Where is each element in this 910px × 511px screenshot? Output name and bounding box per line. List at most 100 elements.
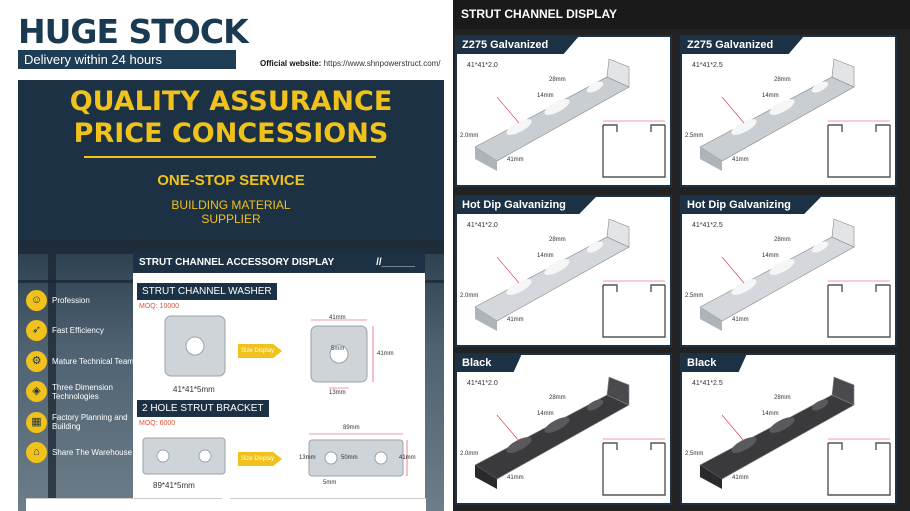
channel-spec: 41*41*2.5 [692, 62, 723, 69]
thickness-label: 2.0mm [460, 451, 479, 457]
headline-quality: QUALITY ASSURANCE [69, 86, 393, 117]
headline-divider [84, 156, 376, 158]
section-label: 41mm [732, 157, 749, 163]
brand-tagline: Delivery within 24 hours [18, 50, 236, 69]
section-label: 41mm [507, 475, 524, 481]
channel-cell: Black 41*41*2.5 28mm 14mm 2.5mm 41mm [680, 353, 897, 505]
feature-list: ☺ Profession ➶ Fast Efficiency ⚙ Mature … [26, 285, 136, 468]
channel-illustration [699, 376, 891, 496]
channel-cell: Black 41*41*2.0 28mm 14mm 2.0mm 41mm [455, 353, 672, 505]
website-label: Official website: [260, 59, 322, 68]
finish-label: Z275 Galvanized [682, 37, 804, 54]
next-card-left [26, 498, 222, 511]
feature-item: ▦ Factory Planning and Building [26, 407, 136, 438]
channel-spec: 41*41*2.5 [692, 222, 723, 229]
finish-label: Black [682, 355, 747, 372]
slot-width-label: 14mm [762, 411, 779, 417]
bracket-dim-length: 89mm [343, 425, 360, 431]
channel-spec: 41*41*2.0 [467, 222, 498, 229]
washer-photo [164, 315, 226, 377]
supplier-line: SUPPLIER [201, 212, 261, 226]
brand-block: HUGE STOCK Delivery within 24 hours [18, 12, 249, 69]
feature-item: ◈ Three Dimension Technologies [26, 377, 136, 408]
slot-length-label: 28mm [774, 395, 791, 401]
channel-cell: Hot Dip Galvanizing 41*41*2.0 28mm 14mm 2.0m… [455, 195, 672, 347]
thickness-label: 2.5mm [685, 451, 704, 457]
slot-length-label: 28mm [549, 77, 566, 83]
gear-icon: ⚙ [26, 350, 47, 372]
person-icon: ☺ [26, 289, 47, 311]
washer-name: STRUT CHANNEL WASHER [137, 283, 277, 300]
bracket-size-display: Size Display [238, 452, 282, 466]
channel-spec: 41*41*2.5 [692, 380, 723, 387]
bracket-photo [142, 437, 226, 475]
bracket-dim-edge: 13mm [299, 455, 316, 461]
bracket-dim-pitch: 50mm [341, 455, 358, 461]
thickness-label: 2.5mm [685, 293, 704, 299]
slot-length-label: 28mm [549, 237, 566, 243]
cube-icon: ◈ [26, 381, 47, 403]
building-icon: ▦ [26, 411, 47, 433]
section-label: 41mm [732, 317, 749, 323]
slot-length-label: 28mm [774, 77, 791, 83]
brand-title: HUGE STOCK [18, 12, 249, 51]
header-decor: //______ [376, 257, 415, 268]
thickness-label: 2.0mm [460, 293, 479, 299]
washer-size-drawing [310, 319, 374, 389]
channel-cell: Hot Dip Galvanizing 41*41*2.5 28mm 14mm 2.5m… [680, 195, 897, 347]
rocket-icon: ➶ [26, 320, 47, 342]
finish-label: Hot Dip Galvanizing [682, 197, 821, 214]
washer-caption: 41*41*5mm [173, 385, 215, 394]
feature-label: Share The Warehouse [52, 448, 133, 458]
feature-label: Profession [52, 295, 90, 305]
section-label: 41mm [507, 157, 524, 163]
channel-illustration [474, 218, 666, 338]
channel-illustration [699, 58, 891, 178]
bracket-caption: 89*41*5mm [153, 481, 195, 490]
feature-item: ➶ Fast Efficiency [26, 316, 136, 347]
feature-item: ☺ Profession [26, 285, 136, 316]
washer-size-display: Size Display [238, 344, 282, 358]
next-card-right [230, 498, 426, 511]
slot-width-label: 14mm [762, 93, 779, 99]
washer-dim-hole: 5mm [331, 346, 345, 352]
website-line: Official website: https://www.shnpowerst… [260, 59, 441, 68]
feature-item: ⚙ Mature Technical Team [26, 346, 136, 377]
slot-width-label: 14mm [537, 93, 554, 99]
washer-dim-hole-dia: 13mm [329, 390, 346, 396]
display-title: STRUT CHANNEL DISPLAY [453, 0, 910, 29]
slot-length-label: 28mm [774, 237, 791, 243]
bracket-name: 2 HOLE STRUT BRACKET [137, 400, 269, 417]
channel-spec: 41*41*2.0 [467, 380, 498, 387]
accessory-header: STRUT CHANNEL ACCESSORY DISPLAY //______ [133, 252, 425, 273]
channel-illustration [474, 376, 666, 496]
washer-moq: MOQ: 10000 [139, 303, 180, 310]
bracket-dim-height: 41mm [399, 455, 416, 461]
promo-poster: QUALITY ASSURANCE PRICE CONCESSIONS ONE-… [18, 80, 444, 511]
accessory-title: STRUT CHANNEL ACCESSORY DISPLAY [139, 257, 335, 268]
slot-width-label: 14mm [537, 411, 554, 417]
channel-spec: 41*41*2.0 [467, 62, 498, 69]
building-material-line: BUILDING MATERIAL [171, 198, 291, 212]
thickness-label: 2.5mm [685, 133, 704, 139]
feature-label: Fast Efficiency [52, 326, 104, 336]
slot-length-label: 28mm [549, 395, 566, 401]
channel-illustration [699, 218, 891, 338]
channel-illustration [474, 58, 666, 178]
feature-item: ⌂ Share The Warehouse [26, 438, 136, 469]
headline-price: PRICE CONCESSIONS [73, 118, 389, 149]
slot-width-label: 14mm [537, 253, 554, 259]
finish-label: Hot Dip Galvanizing [457, 197, 596, 214]
section-label: 41mm [732, 475, 749, 481]
finish-label: Black [457, 355, 522, 372]
slot-width-label: 14mm [762, 253, 779, 259]
one-stop-service: ONE-STOP SERVICE [157, 172, 305, 189]
thickness-label: 2.0mm [460, 133, 479, 139]
accessory-card: STRUT CHANNEL ACCESSORY DISPLAY //______… [133, 252, 425, 511]
website-url[interactable]: https://www.shnpowerstruct.com/ [323, 59, 441, 68]
feature-label: Factory Planning and Building [52, 413, 128, 432]
bracket-dim-thick: 5mm [323, 480, 337, 486]
washer-dim-height: 41mm [377, 351, 394, 357]
feature-label: Mature Technical Team [52, 356, 134, 366]
